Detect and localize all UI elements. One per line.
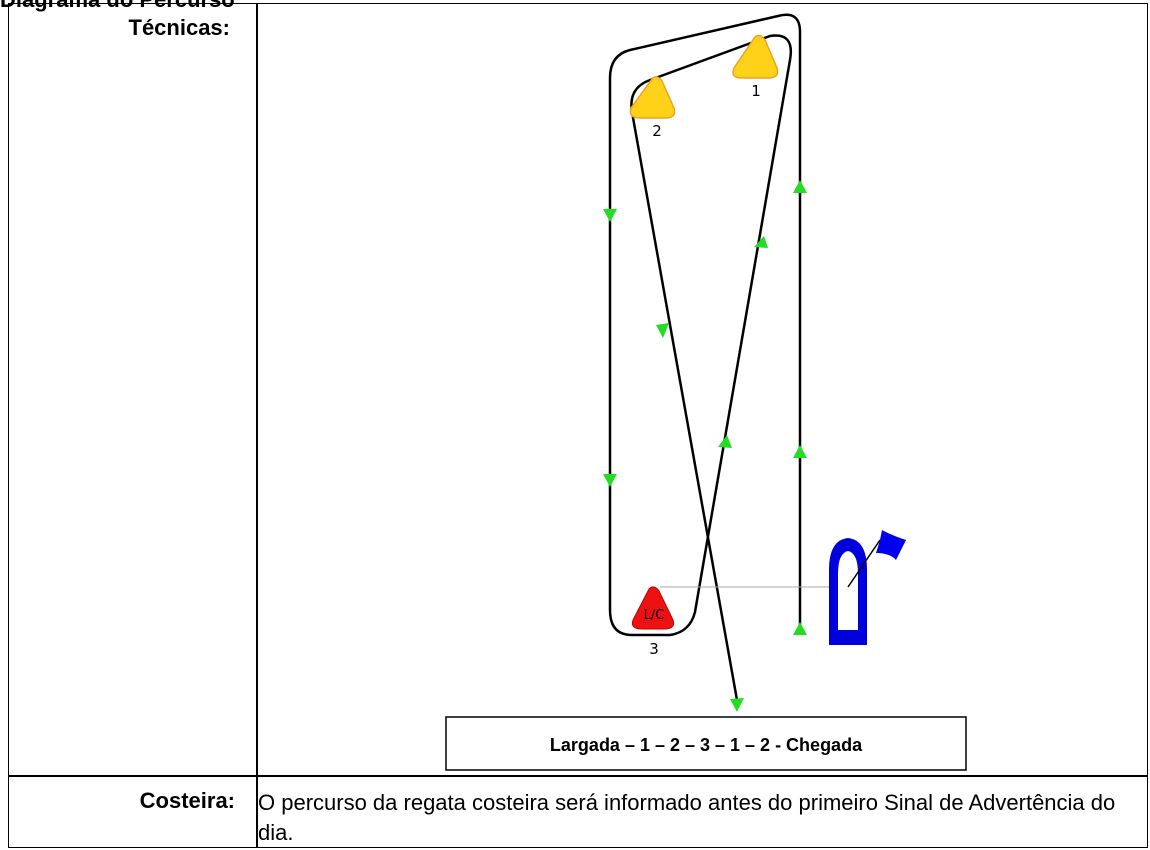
course-table <box>8 3 1148 848</box>
mark-3-buoy <box>631 586 675 630</box>
arrow-up-right-2 <box>793 445 807 458</box>
mark-2-buoy <box>629 76 676 119</box>
mark-1-buoy <box>732 34 779 79</box>
sequence-text: Largada – 1 – 2 – 3 – 1 – 2 - Chegada <box>550 735 863 755</box>
arrow-up-right-3 <box>793 622 807 635</box>
direction-arrows <box>603 180 807 712</box>
arrow-up-diag-2 <box>718 435 732 448</box>
costeira-label: Costeira: <box>139 788 235 813</box>
flag-icon <box>876 530 906 560</box>
arrow-down-left-2 <box>603 474 617 487</box>
arrow-up-diag-1 <box>754 236 768 248</box>
mark-2-label: 2 <box>652 122 662 140</box>
course-loop-outer <box>608 13 802 701</box>
arrow-down-diag-2 <box>730 698 744 712</box>
committee-boat-icon <box>829 530 906 645</box>
mark-3-label: 3 <box>649 640 659 658</box>
row-divider <box>9 775 1147 777</box>
column-divider <box>256 4 258 847</box>
sequence-box <box>445 716 967 771</box>
costeira-description: O percurso da regata costeira será infor… <box>258 790 1116 845</box>
arrow-down-diag-1 <box>656 323 669 338</box>
arrow-down-left-1 <box>603 209 617 222</box>
mark-3-inner-label: L/C <box>644 608 665 623</box>
tecnicas-label: Técnicas: <box>128 15 231 40</box>
mark-1-label: 1 <box>751 82 761 100</box>
arrow-up-right-1 <box>793 180 807 193</box>
